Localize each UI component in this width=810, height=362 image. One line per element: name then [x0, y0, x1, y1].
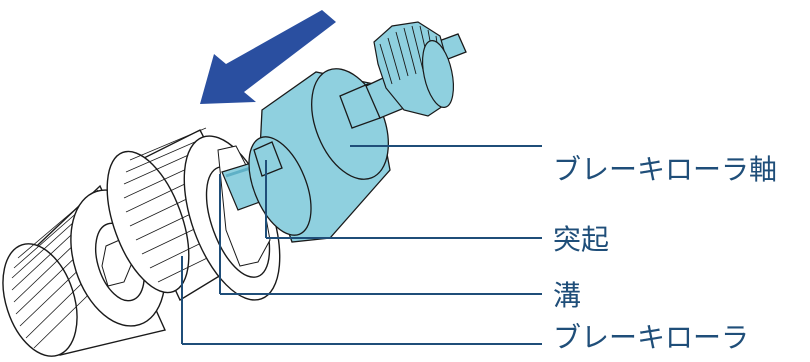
drive-gear [373, 21, 455, 117]
callout-leader-lines [181, 145, 542, 345]
leader-line-protrusion [265, 160, 542, 239]
label-brake-roller-axis: ブレーキローラ軸 [553, 153, 778, 186]
leader-line-roller [181, 256, 542, 345]
label-brake-roller: ブレーキローラ [553, 321, 750, 354]
leader-line-groove [219, 174, 542, 295]
brake-roller-front [2, 184, 166, 357]
insert-direction-arrow-icon [200, 10, 336, 104]
label-groove: 溝 [553, 279, 582, 312]
label-protrusion: 突起 [553, 223, 610, 256]
